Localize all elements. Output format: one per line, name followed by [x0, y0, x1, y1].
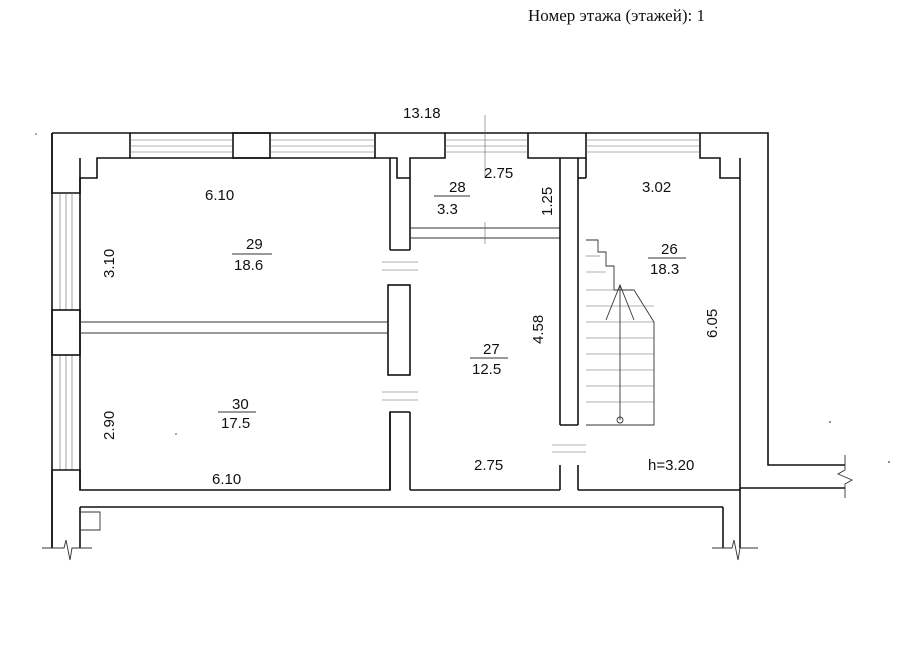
- floor-number-label: Номер этажа (этажей): 1: [528, 6, 705, 25]
- room-30-label: 30 17.5: [218, 396, 256, 432]
- room-28-label: 28 3.3: [434, 179, 470, 218]
- room-area: 18.3: [650, 261, 679, 278]
- outer-walls: [51, 132, 845, 548]
- room26-width-label: 3.02: [642, 179, 671, 196]
- room-29-label: 29 18.6: [232, 236, 272, 274]
- room-26-label: 26 18.3: [648, 241, 686, 278]
- break-marks: [42, 455, 854, 561]
- ceiling-height-label: h=3.20: [648, 457, 694, 474]
- dimension-labels: 13.18 6.10 3.10 2.90 6.10 2.75 1.25 4.58…: [101, 105, 721, 488]
- room-number: 27: [483, 341, 500, 358]
- room-number: 30: [232, 396, 249, 413]
- room28-width-label: 2.75: [484, 165, 513, 182]
- room27-width-label: 2.75: [474, 457, 503, 474]
- room-area: 18.6: [234, 257, 263, 274]
- room27-depth-label: 4.58: [530, 315, 547, 344]
- room28-depth-label: 1.25: [539, 187, 556, 216]
- room-number: 28: [449, 179, 466, 196]
- room29-width-label: 6.10: [205, 187, 234, 204]
- room-labels: 29 18.6 30 17.5 28 3.3 27 12.5 26 18.3: [218, 179, 686, 432]
- staircase: [586, 239, 655, 426]
- room-27-label: 27 12.5: [470, 341, 508, 378]
- room-number: 26: [661, 241, 678, 258]
- scan-specks: [35, 133, 890, 463]
- room29-depth-label: 3.10: [101, 249, 118, 278]
- room30-width-label: 6.10: [212, 471, 241, 488]
- room-area: 17.5: [221, 415, 250, 432]
- overall-width-label: 13.18: [403, 105, 441, 122]
- room-number: 29: [246, 236, 263, 253]
- room-area: 12.5: [472, 361, 501, 378]
- room26-depth-label: 6.05: [704, 309, 721, 338]
- room-area: 3.3: [437, 201, 458, 218]
- room30-depth-label: 2.90: [101, 411, 118, 440]
- interior-walls: [80, 115, 740, 491]
